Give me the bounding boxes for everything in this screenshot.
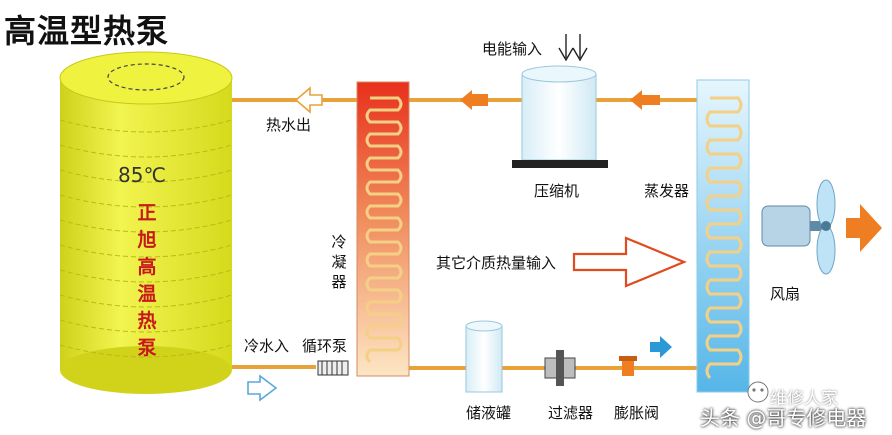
diagram-title: 高温型热泵 [4,12,170,50]
tank-name-char: 热 [137,310,157,332]
evaporator-label: 蒸发器 [644,182,690,200]
heat-input-arrow [572,236,687,288]
tank-brand-name: 正旭高温热泵 [136,200,158,362]
tank-name-char: 正 [137,202,157,224]
filter [544,350,576,386]
compressor [512,65,608,168]
filter-label: 过滤器 [548,404,594,422]
expansion-valve [619,356,637,376]
power-input-arrow [558,34,588,62]
fan-label: 风扇 [770,285,801,303]
tank-temperature: 85℃ [118,163,166,187]
watermark-line1: 维修人家 [770,389,838,409]
condenser-label: 冷凝器 [331,233,347,291]
power-input-label: 电能输入 [482,40,543,58]
cold-refrigerant-arrow [650,336,672,358]
expansion-valve-label: 膨胀阀 [614,404,660,422]
liquid-tank [465,320,503,393]
watermark-line2: 头条 @哥专修电器 [700,406,867,430]
hot-water-out-label: 热水出 [266,116,312,134]
compressor-label: 压缩机 [534,182,580,200]
hot-water-out-arrow [294,86,323,114]
tank-name-char: 温 [137,283,157,305]
liquid-tank-label: 储液罐 [466,404,512,422]
other-heat-input-label: 其它介质热量输入 [436,254,557,272]
water-tank [59,51,233,394]
condenser [356,81,410,377]
cold-water-in-arrow [247,374,278,402]
tank-name-char: 旭 [137,229,157,251]
circulation-pump [317,360,349,376]
evaporator [696,79,750,393]
air-out-arrow [846,204,882,252]
tank-name-char: 泵 [137,337,157,359]
watermark-logo [747,381,769,403]
refrigerant-flow-arrows [460,90,660,110]
cold-water-in-label: 冷水入 [244,337,290,355]
fan [761,179,836,275]
tank-name-char: 高 [137,256,157,278]
circulation-pump-label: 循环泵 [302,337,348,355]
